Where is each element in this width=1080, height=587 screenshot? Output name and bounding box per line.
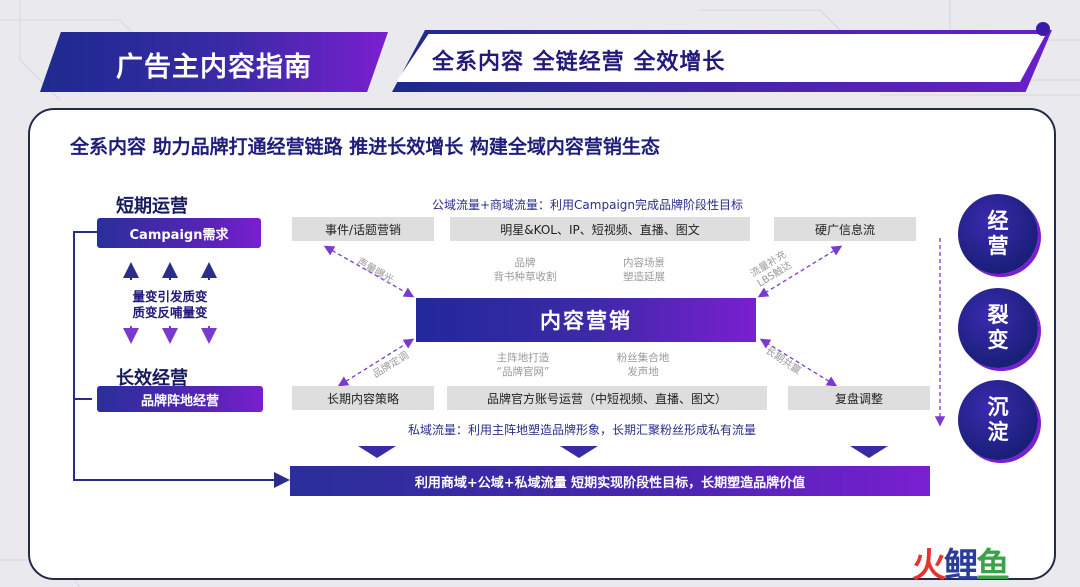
bottom-summary-bar: 利用商域+公域+私域流量 短期实现阶段性目标，长期塑造品牌价值 xyxy=(290,466,930,496)
bottom-box-official-account: 品牌官方账号运营（中短视频、直播、图文） xyxy=(447,386,767,410)
private-flow-text: 私域流量：利用主阵地塑造品牌形象，长期汇聚粉丝形成私有流量 xyxy=(408,423,757,437)
brand-collect-line-1: 品牌 xyxy=(514,257,536,269)
fans-gathering-label: 粉丝集合地 发声地 xyxy=(598,351,688,379)
bottom-box-long-term-strategy: 长期内容策略 xyxy=(292,386,434,410)
home-base-line-2: “品牌官网” xyxy=(496,366,550,378)
home-base-label: 主阵地打造 “品牌官网” xyxy=(478,351,568,379)
header-left-banner: 广告主内容指南 xyxy=(40,32,388,92)
brand-collect-label: 品牌 背书种草收割 xyxy=(470,256,580,284)
circle-operate: 经 营 xyxy=(958,194,1038,274)
bottom-box-review: 复盘调整 xyxy=(788,386,930,410)
left-loop-line xyxy=(73,231,290,488)
diag-bottom-left xyxy=(337,338,415,387)
circle-fission-char-1: 裂 xyxy=(987,303,1009,327)
fans-gathering-line-1: 粉丝集合地 xyxy=(616,352,670,364)
top-box-event: 事件/话题营销 xyxy=(292,217,434,241)
circle-precipitate: 沉 淀 xyxy=(958,380,1038,460)
quantity-quality-text: 量变引发质变 质变反哺量变 xyxy=(120,289,220,321)
short-term-title: 短期运营 xyxy=(116,196,188,217)
brand-base-box: 品牌阵地经营 xyxy=(97,386,263,412)
top-box-star-kol: 明星&KOL、IP、短视频、直播、图文 xyxy=(450,217,750,241)
chevron-arrows xyxy=(358,446,888,458)
circle-precipitate-char-1: 沉 xyxy=(987,395,1009,419)
logo-char-1: 火 xyxy=(912,546,946,586)
top-box-hard-ad: 硬广信息流 xyxy=(774,217,916,241)
header-dot xyxy=(1036,22,1050,36)
scene-line-2: 塑造延展 xyxy=(623,271,665,283)
header-left-title: 广告主内容指南 xyxy=(116,52,312,83)
scene-label: 内容场景 塑造延展 xyxy=(594,256,694,284)
circle-precipitate-char-2: 淀 xyxy=(987,420,1009,444)
logo-char-2: 鲤 xyxy=(944,546,978,586)
change-line-1: 量变引发质变 xyxy=(132,289,208,304)
circle-operate-char-1: 经 xyxy=(987,209,1009,233)
campaign-demand-box: Campaign需求 xyxy=(97,218,261,248)
down-chevron-1 xyxy=(358,446,396,458)
fans-gathering-line-2: 发声地 xyxy=(627,366,659,378)
logo-char-3: 鱼 xyxy=(976,546,1010,586)
page-subtitle: 全系内容 助力品牌打通经营链路 推进长效增长 构建全域内容营销生态 xyxy=(70,136,660,158)
change-line-2: 质变反哺量变 xyxy=(132,305,208,320)
brand-logo: 火鲤鱼 xyxy=(912,538,1010,587)
public-flow-text: 公域流量+商域流量：利用Campaign完成品牌阶段性目标 xyxy=(432,198,744,212)
scene-line-1: 内容场景 xyxy=(623,257,665,269)
content-panel xyxy=(28,108,1056,580)
long-term-title: 长效经营 xyxy=(116,368,188,389)
content-marketing-box: 内容营销 xyxy=(416,298,756,342)
header-right-banner: 全系内容 全链经营 全效增长 xyxy=(392,30,1052,92)
diag-top-left xyxy=(323,245,415,298)
home-base-line-1: 主阵地打造 xyxy=(496,352,550,364)
circle-fission: 裂 变 xyxy=(958,288,1038,368)
circle-fission-char-2: 变 xyxy=(987,328,1009,352)
brand-collect-line-2: 背书种草收割 xyxy=(493,271,557,283)
down-chevron-3 xyxy=(850,446,888,458)
header-right-title: 全系内容 全链经营 全效增长 xyxy=(432,50,726,75)
down-chevron-2 xyxy=(560,446,598,458)
diag-bottom-right xyxy=(759,338,838,387)
diag-top-right xyxy=(757,245,843,298)
circle-operate-char-2: 营 xyxy=(987,234,1009,258)
